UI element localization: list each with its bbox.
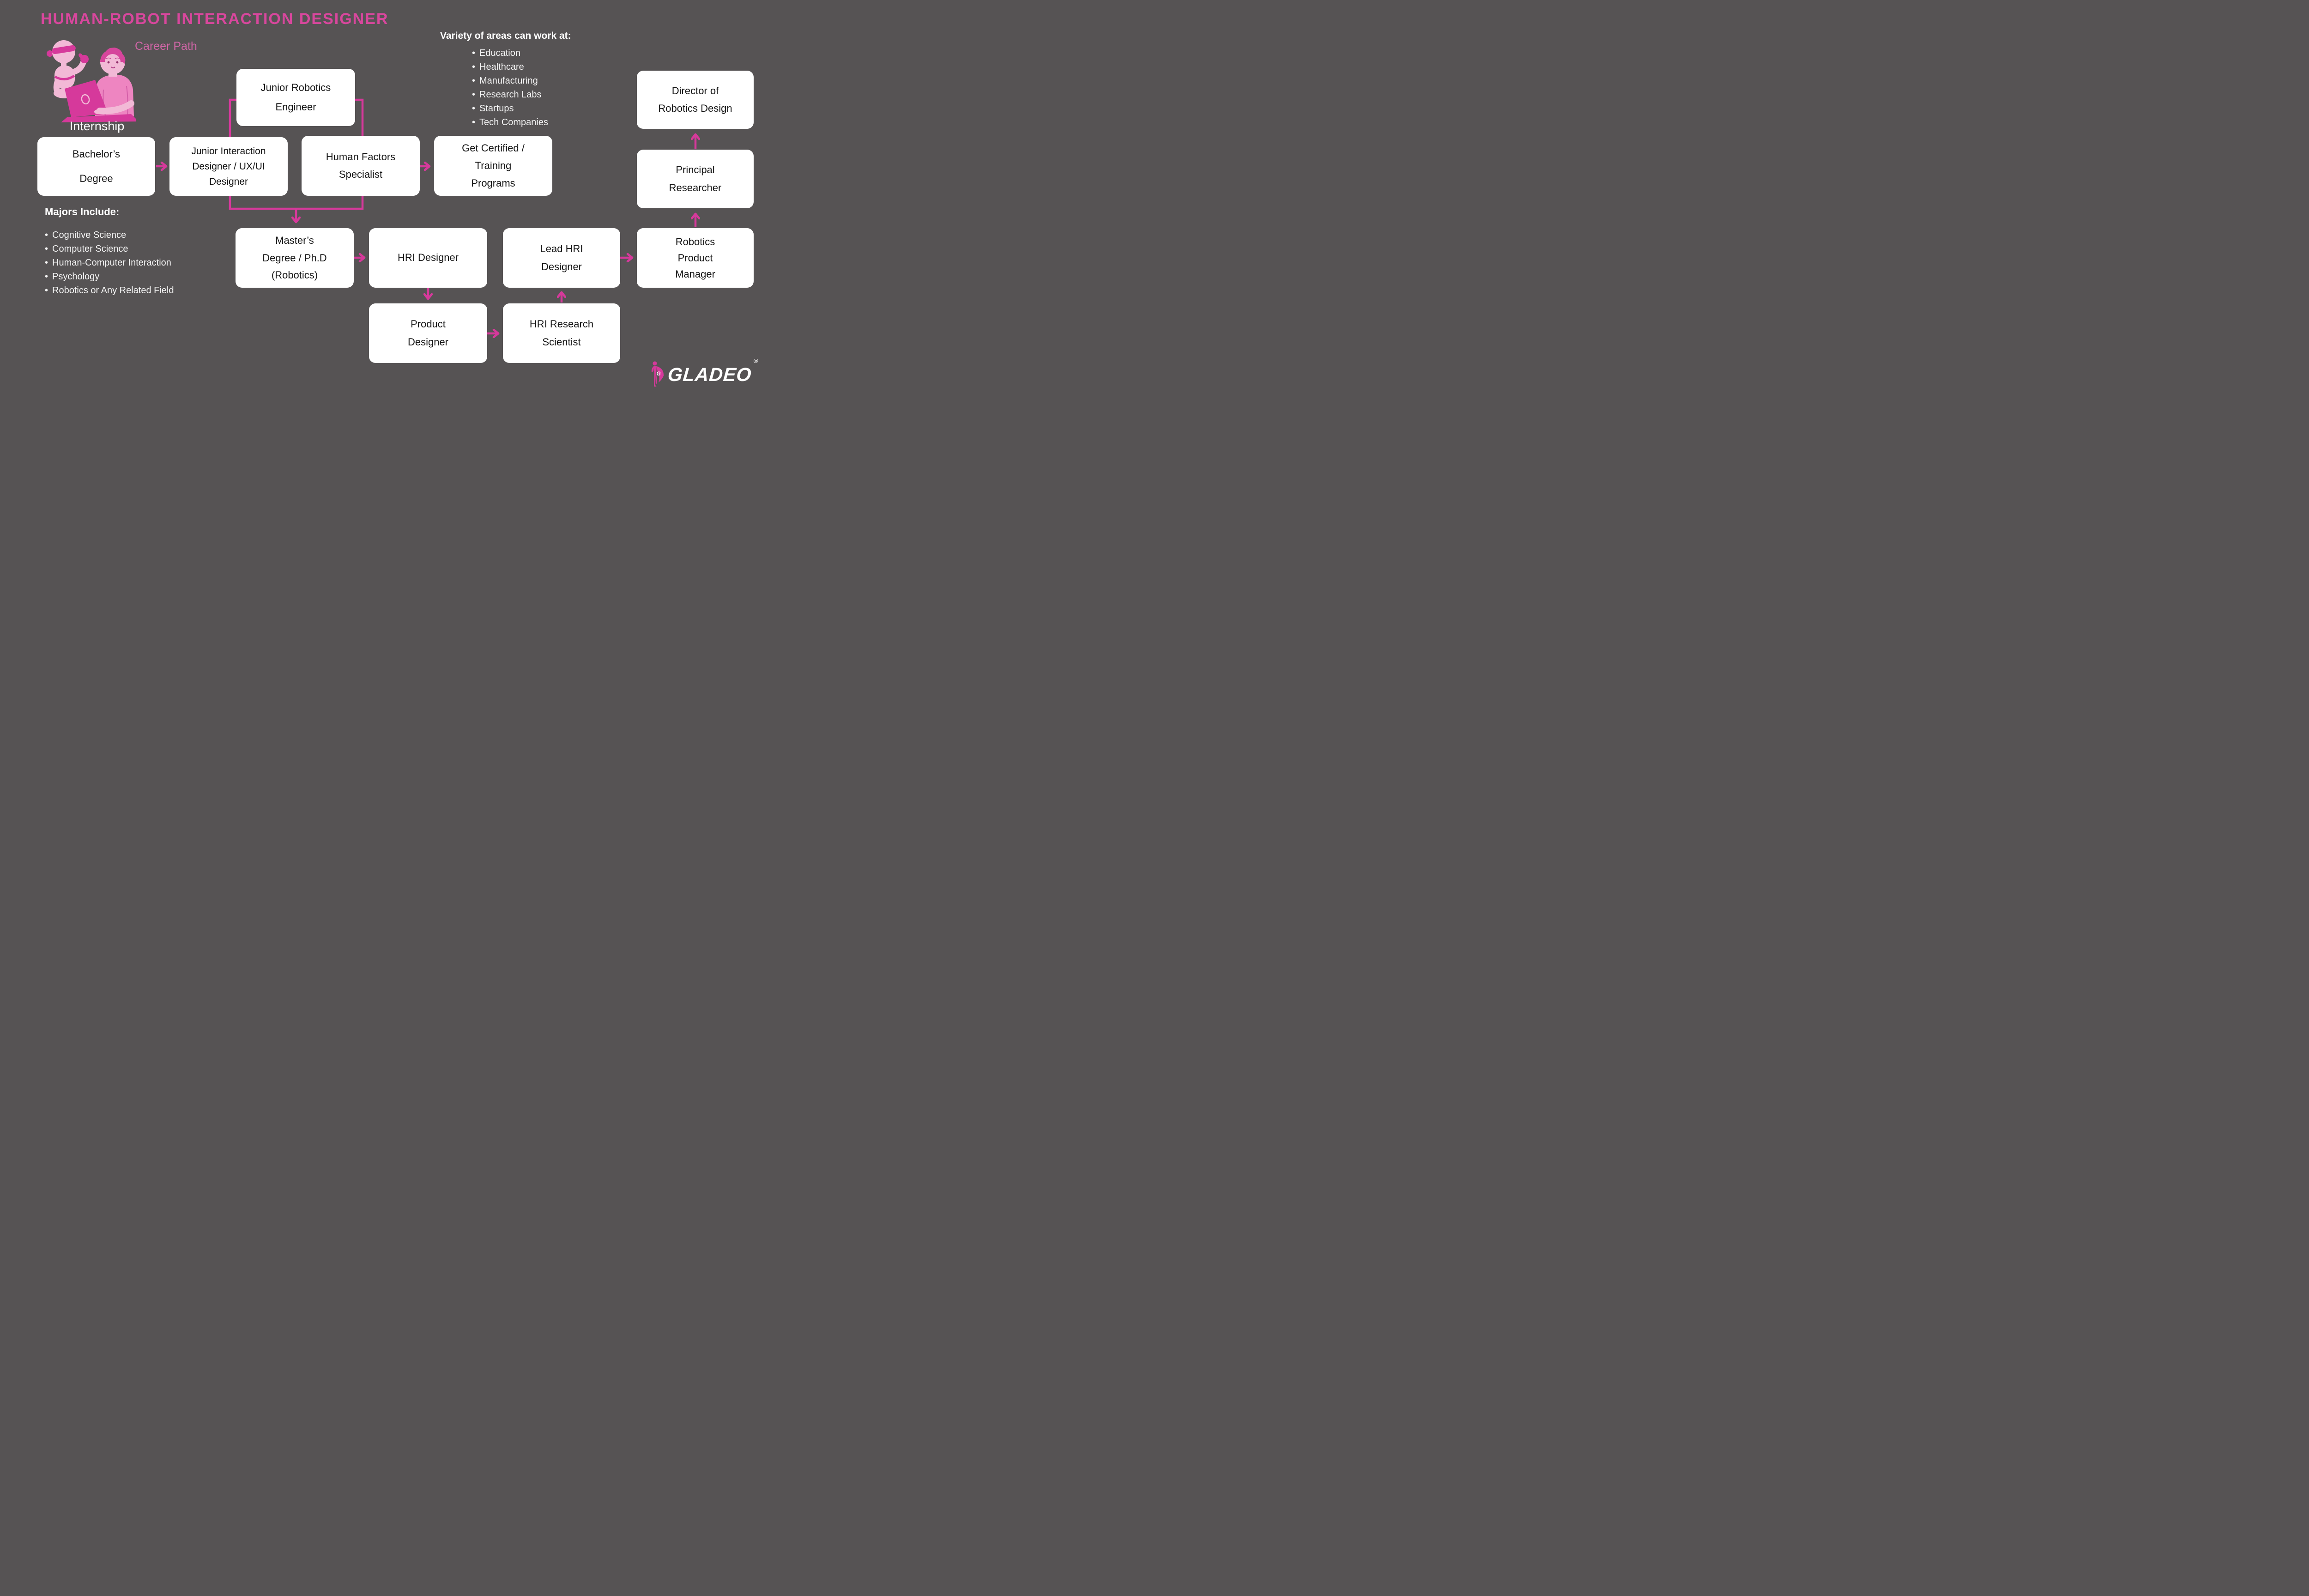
box-label: HRI Research Scientist xyxy=(529,318,594,348)
work-area-item: Education xyxy=(472,46,548,60)
box-junior-interaction-designer: Junior Interaction Designer / UX/UI Desi… xyxy=(169,137,288,196)
work-area-item: Healthcare xyxy=(472,60,548,74)
major-item: Psychology xyxy=(45,270,174,284)
major-item: Robotics or Any Related Field xyxy=(45,284,174,297)
box-label: Human Factors Specialist xyxy=(326,151,396,181)
box-hri-research-scientist: HRI Research Scientist xyxy=(503,303,620,363)
box-human-factors-specialist: Human Factors Specialist xyxy=(302,136,420,196)
gladeo-wordmark: GLADEO® xyxy=(667,357,759,385)
page-title: HUMAN-ROBOT INTERACTION DESIGNER xyxy=(41,10,389,28)
laptop-icon xyxy=(61,80,136,122)
box-label: Junior Robotics Engineer xyxy=(260,82,331,113)
box-label: Master’s Degree / Ph.D (Robotics) xyxy=(262,234,327,281)
work-areas-heading: Variety of areas can work at: xyxy=(440,30,571,41)
box-get-certified: Get Certified / Training Programs xyxy=(434,136,552,196)
box-masters-degree-phd: Master’s Degree / Ph.D (Robotics) xyxy=(236,228,354,288)
box-robotics-product-manager: Robotics Product Manager xyxy=(637,228,754,288)
box-label: Junior Interaction Designer / UX/UI Desi… xyxy=(191,145,266,187)
box-principal-researcher: Principal Researcher xyxy=(637,150,754,208)
work-area-item: Manufacturing xyxy=(472,74,548,88)
box-bachelors-degree: Bachelor’s Degree xyxy=(37,137,155,196)
gladeo-logo: G GLADEO® xyxy=(650,357,759,389)
internship-label: Internship xyxy=(69,119,125,133)
box-director-of-robotics-design: Director of Robotics Design xyxy=(637,71,754,129)
box-label: Director of Robotics Design xyxy=(658,85,732,115)
box-label: Get Certified / Training Programs xyxy=(462,142,525,189)
box-junior-robotics-engineer: Junior Robotics Engineer xyxy=(236,69,355,126)
robot-and-person-illustration xyxy=(47,40,136,122)
box-label: Principal Researcher xyxy=(669,164,722,193)
registered-mark: ® xyxy=(753,357,759,364)
box-label: Bachelor’s Degree xyxy=(72,148,121,184)
career-path-infographic: HUMAN-ROBOT INTERACTION DESIGNER Career … xyxy=(0,0,798,399)
box-lead-hri-designer: Lead HRI Designer xyxy=(503,228,620,288)
major-item: Human-Computer Interaction xyxy=(45,256,174,270)
majors-heading: Majors Include: xyxy=(45,206,120,218)
work-areas-list: Education Healthcare Manufacturing Resea… xyxy=(472,46,548,129)
career-path-label: Career Path xyxy=(135,40,197,53)
major-item: Computer Science xyxy=(45,242,174,256)
gladeo-mascot-icon: G xyxy=(651,361,664,387)
majors-list: Cognitive Science Computer Science Human… xyxy=(45,228,174,297)
work-area-item: Research Labs xyxy=(472,88,548,102)
box-label: Lead HRI Designer xyxy=(540,243,583,272)
box-label: Robotics Product Manager xyxy=(675,236,715,280)
mascot-letter: G xyxy=(656,370,660,377)
work-area-item: Startups xyxy=(472,102,548,115)
box-label: HRI Designer xyxy=(397,252,459,264)
work-area-item: Tech Companies xyxy=(472,115,548,129)
box-label: Product Designer xyxy=(407,318,449,348)
box-hri-designer: HRI Designer xyxy=(369,228,487,288)
major-item: Cognitive Science xyxy=(45,228,174,242)
box-product-designer: Product Designer xyxy=(369,303,487,363)
